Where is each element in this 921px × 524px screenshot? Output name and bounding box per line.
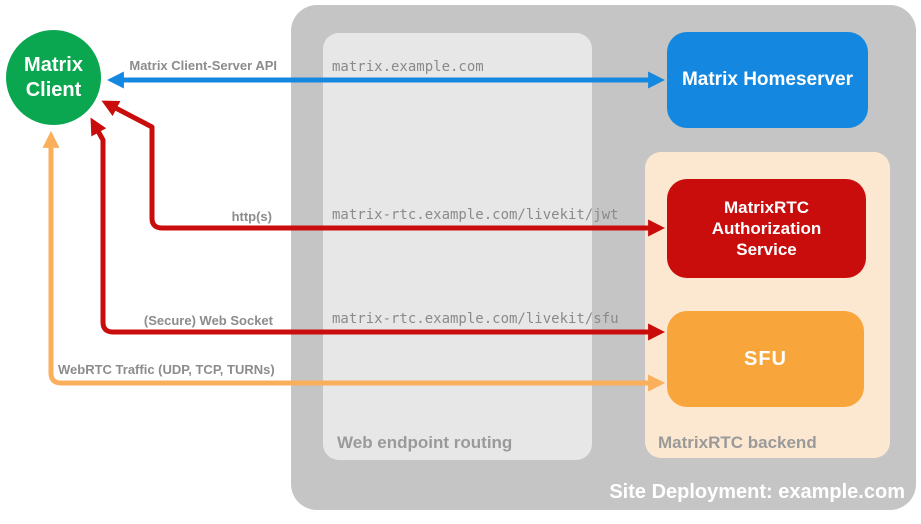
webrtc-arrow-label: WebRTC Traffic (UDP, TCP, TURNs)	[58, 362, 275, 377]
route-livekit-jwt: matrix-rtc.example.com/livekit/jwt	[332, 207, 619, 223]
matrix-client-label: Matrix Client	[24, 53, 83, 101]
matrix-homeserver-label: Matrix Homeserver	[681, 69, 854, 91]
matrixrtc-authorization-service-label: MatrixRTC Authorization Service	[711, 197, 822, 260]
matrixrtc-backend-label: MatrixRTC backend	[658, 433, 817, 452]
sfu-label: SFU	[744, 347, 787, 370]
matrixrtc-authorization-service-node: MatrixRTC Authorization Service	[667, 179, 866, 278]
route-livekit-sfu: matrix-rtc.example.com/livekit/sfu	[332, 311, 619, 327]
https-arrow-label: http(s)	[231, 209, 272, 224]
matrix-homeserver-node: Matrix Homeserver	[667, 32, 868, 128]
route-matrix-domain: matrix.example.com	[332, 59, 484, 75]
matrix-client-node: Matrix Client	[6, 30, 101, 125]
site-deployment-label: Site Deployment: example.com	[609, 481, 905, 503]
websocket-arrow-label: (Secure) Web Socket	[143, 313, 273, 328]
client-server-api-arrow-label: Matrix Client-Server API	[129, 58, 277, 73]
web-endpoint-routing-label: Web endpoint routing	[337, 433, 513, 452]
web-endpoint-routing-container	[323, 33, 592, 460]
sfu-node: SFU	[667, 311, 864, 407]
